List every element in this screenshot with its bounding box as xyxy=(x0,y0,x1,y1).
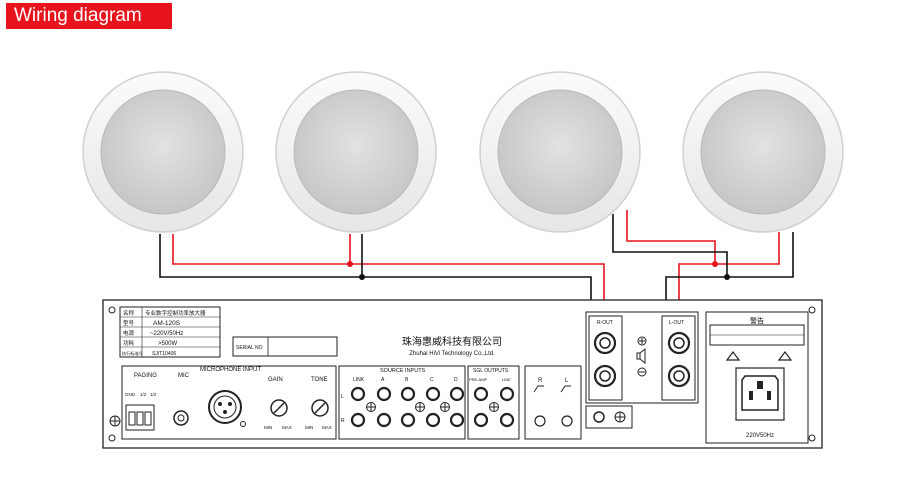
power-rating-label: 220V50Hz xyxy=(746,433,774,439)
nameplate-value: 专业数字控制功率放大器 xyxy=(145,309,206,317)
source-inputs-label: SOURCE INPUTS xyxy=(380,368,426,374)
speaker-3 xyxy=(479,71,641,233)
nameplate-value: SJ/T10406 xyxy=(152,351,176,357)
rca-jack[interactable] xyxy=(425,412,441,428)
l-out-negative-terminal[interactable] xyxy=(667,364,691,388)
company-name-en: Zhuhai HiVi Technology Co.,Ltd. xyxy=(409,351,495,357)
channel-switch-section: R L xyxy=(524,365,582,440)
speaker-2 xyxy=(275,71,437,233)
rca-jack[interactable] xyxy=(425,386,441,402)
source-col-label: A xyxy=(381,377,385,383)
nameplate-key: 名称 xyxy=(123,309,135,317)
paging-num: 1/2 xyxy=(140,392,147,397)
mic-jack[interactable] xyxy=(173,410,189,426)
source-col-label: D xyxy=(454,377,458,383)
serial-number-box: SERIAL NO xyxy=(232,336,338,357)
gain-label: GAIN xyxy=(268,377,283,383)
nameplate-key: 功耗 xyxy=(123,339,135,347)
rca-jack[interactable] xyxy=(561,415,573,427)
mic-input-label: MICROPHONE INPUT xyxy=(200,367,261,373)
company-name-cn: 珠海惠威科技有限公司 xyxy=(402,335,502,348)
sgl-col-label: PRE-AMP xyxy=(469,377,488,382)
paging-label: PAGING xyxy=(134,373,157,379)
source-inputs-section: SOURCE INPUTS LINK A B C D L R xyxy=(338,365,466,440)
speaker-4 xyxy=(682,71,844,233)
rca-jack[interactable] xyxy=(350,412,366,428)
gnd-label: GND xyxy=(125,392,136,397)
sgl-col-label: LINE xyxy=(502,377,511,382)
wiring-diagram-title: Wiring diagram xyxy=(6,3,172,29)
tone-min-label: MIN xyxy=(305,425,313,430)
aux-jack[interactable] xyxy=(593,411,605,423)
warning-triangle-icon xyxy=(725,351,741,361)
nameplate-value: AM-120S xyxy=(153,320,181,327)
minus-icon xyxy=(637,367,647,377)
nameplate: 名称 专业数字控制功率放大器 型号 AM-120S 电源 ~220V/50Hz … xyxy=(119,306,221,358)
r-out-positive-terminal[interactable] xyxy=(593,331,617,355)
nameplate-key: 型号 xyxy=(123,319,135,327)
rca-jack[interactable] xyxy=(400,412,416,428)
source-col-label: B xyxy=(405,377,409,383)
ground-terminal-section xyxy=(585,405,633,429)
speaker-output-section: R-OUT L-OUT xyxy=(585,311,699,404)
channel-r-label: R xyxy=(341,418,345,424)
nameplate-key: 电源 xyxy=(123,329,135,337)
paging-num: 1/2 xyxy=(150,392,157,397)
sgl-outputs-label: SGL OUTPUTS xyxy=(473,368,509,374)
rca-jack[interactable] xyxy=(473,412,489,428)
channel-l-label: L xyxy=(341,394,344,400)
nameplate-value: >500W xyxy=(158,341,178,347)
rca-jack[interactable] xyxy=(499,412,515,428)
nameplate-value: ~220V/50Hz xyxy=(150,331,183,337)
nameplate-key: 执行标准号 xyxy=(122,350,143,357)
iec-power-socket[interactable] xyxy=(741,375,779,411)
rca-jack[interactable] xyxy=(449,412,465,428)
speaker-1 xyxy=(82,71,244,233)
rca-jack[interactable] xyxy=(473,386,489,402)
l-out-label: L-OUT xyxy=(669,320,684,326)
serial-label: SERIAL NO xyxy=(236,345,263,351)
power-section: 警告 220V50Hz xyxy=(705,311,809,444)
wires-right-pair xyxy=(612,210,794,376)
warning-label: 警告 xyxy=(750,316,764,325)
r-out-label: R-OUT xyxy=(597,320,613,326)
rca-jack[interactable] xyxy=(376,412,392,428)
sgl-outputs-section: SGL OUTPUTS PRE-AMP LINE xyxy=(467,365,520,440)
channel-r-label: R xyxy=(538,378,543,384)
l-out-positive-terminal[interactable] xyxy=(667,331,691,355)
source-col-label: LINK xyxy=(353,377,365,383)
rca-jack[interactable] xyxy=(499,386,515,402)
speaker-symbol-icon xyxy=(636,347,646,365)
channel-l-label: L xyxy=(565,378,569,384)
gain-max-label: MAX xyxy=(282,425,292,430)
tone-label: TONE xyxy=(311,377,328,383)
rca-jack[interactable] xyxy=(376,386,392,402)
rca-jack[interactable] xyxy=(534,415,546,427)
tone-max-label: MAX xyxy=(322,425,332,430)
rca-jack[interactable] xyxy=(400,386,416,402)
r-out-negative-terminal[interactable] xyxy=(593,364,617,388)
mic-label: MIC xyxy=(178,373,190,379)
plus-icon xyxy=(637,336,647,346)
warning-triangle-icon xyxy=(777,351,793,361)
rca-jack[interactable] xyxy=(449,386,465,402)
gain-min-label: MIN xyxy=(264,425,272,430)
source-col-label: C xyxy=(430,377,434,383)
microphone-input-section: PAGING MIC MICROPHONE INPUT GAIN TONE GN… xyxy=(121,365,337,440)
rca-jack[interactable] xyxy=(350,386,366,402)
